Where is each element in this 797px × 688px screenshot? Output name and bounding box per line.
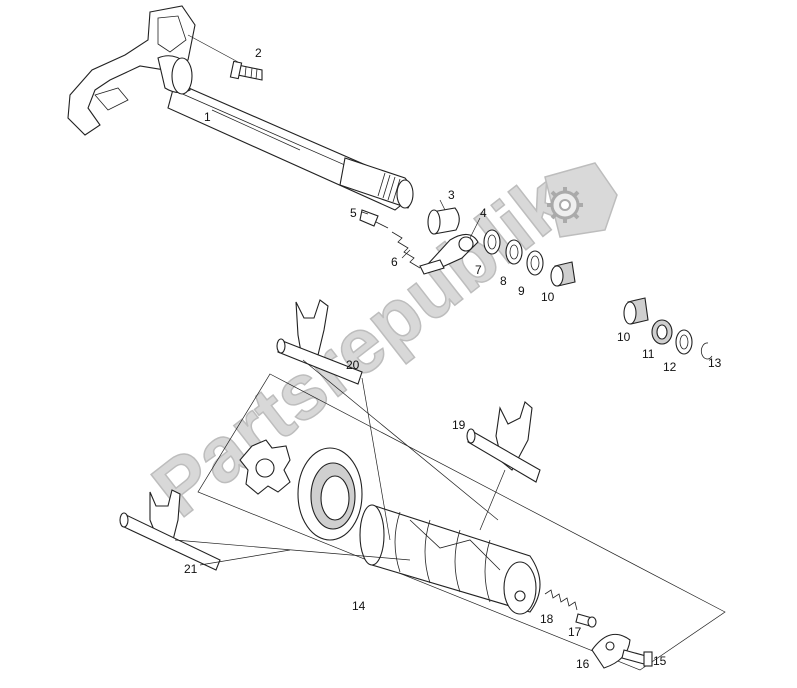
callout-20: 20 (346, 358, 360, 372)
callout-11: 11 (642, 347, 655, 361)
part-14-shift-drum (359, 504, 541, 615)
part-8-washer (505, 239, 523, 265)
callout-labels: 1 2 3 4 5 6 7 8 9 10 10 11 12 13 14 15 1… (184, 46, 722, 671)
callout-14: 14 (352, 599, 366, 613)
callout-13: 13 (708, 356, 722, 370)
callout-21: 21 (184, 562, 198, 576)
callout-5: 5 (350, 206, 357, 220)
callout-15: 15 (653, 654, 667, 668)
part-17-pin (575, 613, 597, 628)
part-6-spring (391, 231, 445, 275)
part-19-shift-fork (466, 401, 541, 483)
part-20-shift-fork (276, 299, 363, 385)
callout-2: 2 (255, 46, 262, 60)
callout-10b: 10 (617, 330, 631, 344)
callout-10a: 10 (541, 290, 555, 304)
part-12-washer (675, 329, 693, 355)
callout-12: 12 (663, 360, 677, 374)
callout-6: 6 (391, 255, 398, 269)
callout-8: 8 (500, 274, 507, 288)
part-21-shift-fork (119, 489, 221, 571)
callout-18: 18 (540, 612, 554, 626)
drum-bearing (297, 447, 363, 541)
gear-icon (544, 162, 618, 238)
part-16-plate (591, 633, 631, 669)
part-15-screw (621, 649, 653, 667)
part-7-washer (483, 229, 501, 255)
part-5-screw (359, 209, 389, 229)
callout-19: 19 (452, 418, 466, 432)
part-3-bushing (427, 207, 460, 235)
part-10-bearing-b (623, 297, 649, 325)
leader-lines (174, 34, 506, 566)
callout-16: 16 (576, 657, 590, 671)
callout-17: 17 (568, 625, 582, 639)
part-9-washer (526, 250, 544, 276)
part-1-shift-shaft (67, 5, 414, 211)
callout-9: 9 (518, 284, 525, 298)
callout-4: 4 (480, 206, 487, 220)
watermark: Partsrepublik (136, 156, 618, 534)
part-13-circlip (700, 342, 713, 360)
callout-7: 7 (475, 263, 482, 277)
part-18-spring (544, 589, 578, 611)
assembly-outline-14 (197, 373, 726, 671)
part-10-bearing-a (550, 261, 576, 287)
callout-1: 1 (204, 110, 211, 124)
callout-3: 3 (448, 188, 455, 202)
part-11-bearing (651, 319, 673, 345)
part-2-bolt (229, 60, 263, 81)
star-wheel (239, 439, 291, 495)
part-4-arm (427, 233, 479, 269)
